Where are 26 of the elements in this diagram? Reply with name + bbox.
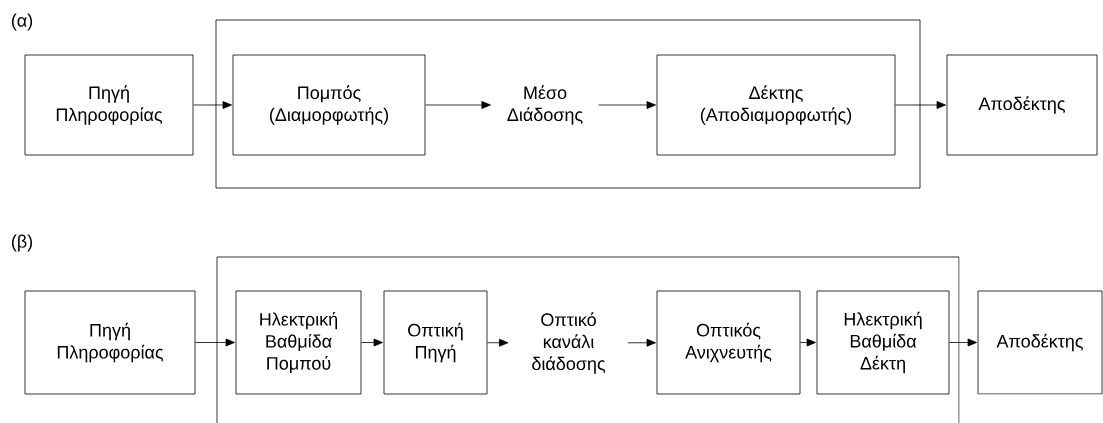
arrow [895, 101, 946, 109]
arrow [425, 101, 491, 109]
process-box: Ηλεκτρική Βαθμίδα Πομπού [235, 290, 362, 395]
stage-label: Οπτικό κανάλι διάδοσης [532, 312, 606, 374]
process-box: Πηγή Πληροφορίας [24, 54, 194, 156]
arrow [949, 338, 977, 347]
arrow [193, 101, 232, 109]
process-box: Οπτικός Ανιχνευτής [656, 290, 801, 395]
system-frame [215, 19, 921, 189]
process-box: Αποδέκτης [977, 290, 1103, 395]
panel-label: (β) [11, 234, 33, 252]
panel-label: (α) [11, 13, 33, 31]
process-box: Πομπός (Διαμορφωτής) [232, 54, 426, 156]
process-box: Οπτική Πηγή [383, 290, 488, 395]
process-box: Πηγή Πληροφορίας [24, 290, 196, 395]
arrow [487, 338, 509, 347]
arrow [598, 101, 656, 109]
arrow [361, 338, 383, 347]
system-frame [216, 256, 960, 423]
process-box: Αποδέκτης [946, 54, 1098, 156]
arrow [627, 338, 656, 347]
process-box: Ηλεκτρική Βαθμίδα Δέκτη [816, 290, 950, 395]
arrow [195, 338, 235, 347]
stage-label: Μέσο Διάδοσης [507, 85, 583, 125]
process-box: Δέκτης (Αποδιαμορφωτής) [656, 54, 896, 156]
arrow [800, 338, 816, 347]
